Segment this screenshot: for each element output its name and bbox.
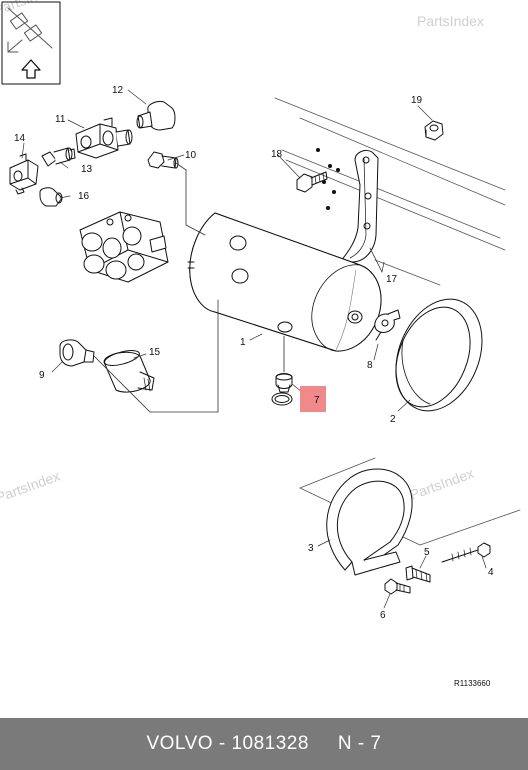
orientation-icon bbox=[1, 1, 61, 85]
part-17-bracket bbox=[339, 149, 379, 263]
callout-10[interactable]: 10 bbox=[185, 150, 197, 161]
part-6-bolt bbox=[384, 578, 411, 595]
part-3-strap bbox=[326, 468, 413, 576]
watermark-middle-right: PartsIndex bbox=[408, 465, 476, 503]
footer-bar: VOLVO - 1081328 N - 7 bbox=[0, 718, 528, 770]
callout-5[interactable]: 5 bbox=[424, 547, 430, 558]
footer-gap bbox=[309, 733, 338, 755]
callout-1[interactable]: 1 bbox=[240, 337, 246, 348]
exploded-parts-diagram: PartsIndex PartsIndex PartsIndex PartsIn… bbox=[0, 0, 521, 688]
callout-4[interactable]: 4 bbox=[488, 567, 494, 578]
callout-16[interactable]: 16 bbox=[78, 191, 90, 202]
valve-block bbox=[79, 211, 169, 283]
watermark-middle-left: PartsIndex bbox=[0, 468, 62, 506]
part-19-nut bbox=[424, 120, 444, 141]
diagram-reference-code: R1133660 bbox=[454, 679, 491, 688]
leader-lines bbox=[21, 89, 487, 609]
callout-2[interactable]: 2 bbox=[390, 414, 396, 425]
part-8-drain-valve bbox=[374, 309, 401, 341]
part-15-filter bbox=[103, 350, 155, 393]
watermark-top-right: PartsIndex bbox=[417, 13, 484, 29]
connection-lines bbox=[93, 162, 383, 413]
footer-separator: - bbox=[213, 733, 232, 754]
callout-8[interactable]: 8 bbox=[367, 360, 373, 371]
callout-18[interactable]: 18 bbox=[271, 149, 283, 160]
footer-part-number: 1081328 bbox=[231, 733, 309, 754]
callout-17[interactable]: 17 bbox=[386, 274, 398, 285]
callout-3[interactable]: 3 bbox=[308, 543, 314, 554]
callout-12[interactable]: 12 bbox=[112, 85, 124, 96]
part-2-end-cap bbox=[395, 298, 483, 412]
part-1-air-tank bbox=[187, 212, 382, 352]
callout-7[interactable]: 7 bbox=[314, 395, 320, 406]
callout-13[interactable]: 13 bbox=[81, 164, 93, 175]
part-5-bolt bbox=[405, 565, 431, 583]
part-13-fitting bbox=[41, 147, 76, 167]
footer-position: N - 7 bbox=[337, 733, 382, 754]
callout-15[interactable]: 15 bbox=[149, 347, 161, 358]
frame-rail bbox=[274, 97, 506, 286]
part-4-bolt bbox=[441, 542, 491, 563]
part-18-bolt bbox=[296, 171, 328, 193]
part-12-fitting bbox=[136, 101, 176, 131]
part-14-connector bbox=[9, 153, 39, 195]
callout-6[interactable]: 6 bbox=[380, 610, 386, 621]
part-7-drain-plug bbox=[271, 335, 293, 406]
up-arrow-icon bbox=[21, 59, 41, 79]
footer-brand: VOLVO bbox=[146, 733, 214, 754]
highlight-box-part-7 bbox=[300, 386, 326, 412]
part-16-fitting bbox=[39, 187, 63, 207]
part-10-fitting bbox=[147, 151, 179, 169]
part-11-fitting bbox=[75, 117, 133, 159]
callout-9[interactable]: 9 bbox=[39, 370, 45, 381]
callout-14[interactable]: 14 bbox=[14, 133, 26, 144]
frame-holes bbox=[316, 148, 340, 210]
part-9-fitting bbox=[59, 339, 95, 367]
callout-19[interactable]: 19 bbox=[411, 95, 423, 106]
callout-11[interactable]: 11 bbox=[55, 114, 66, 125]
